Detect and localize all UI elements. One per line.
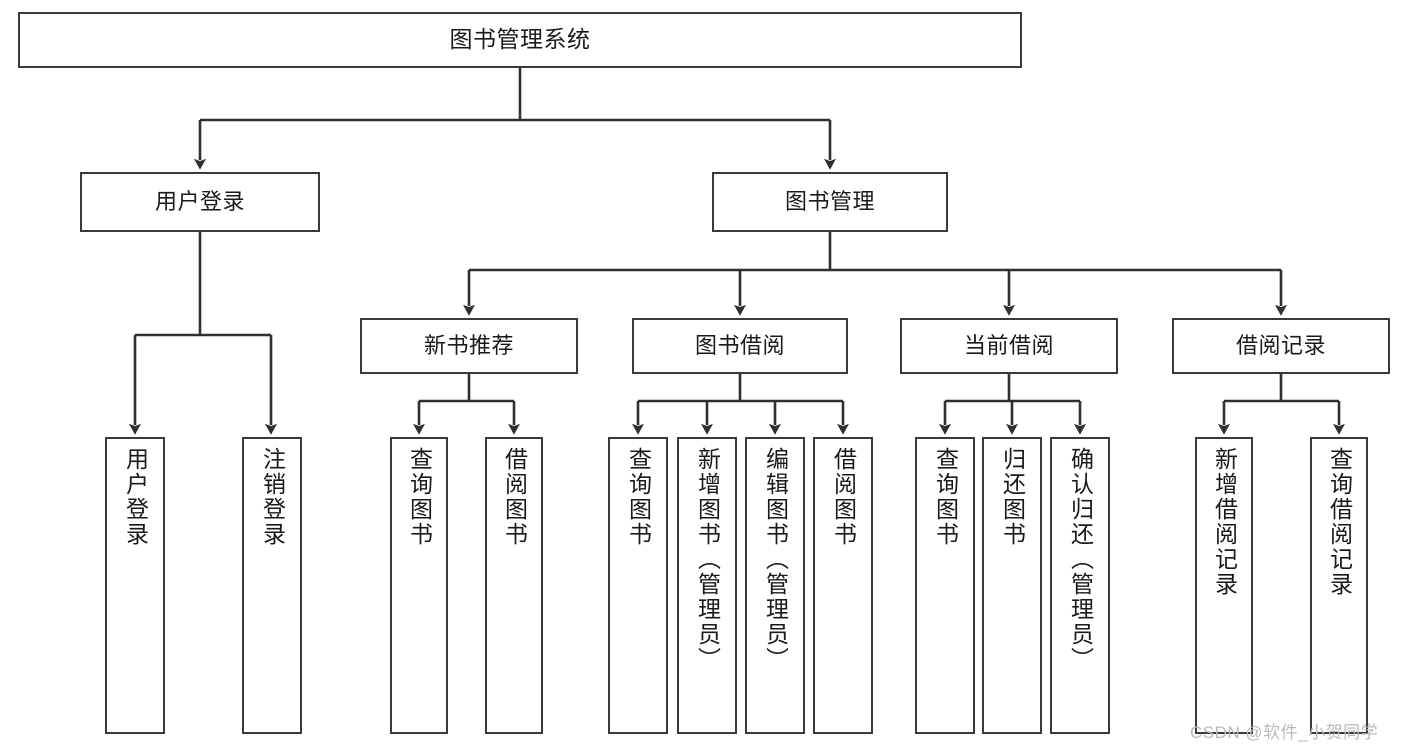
- node-root-label: 图书管理系统: [449, 26, 591, 53]
- leaf-borrow-book-recommend-label: 借阅图书: [501, 447, 528, 547]
- node-current-borrow-label: 当前借阅: [963, 332, 1054, 358]
- leaf-query-borrow-record[interactable]: 查询借阅记录: [1310, 437, 1368, 734]
- leaf-borrow-book[interactable]: 借阅图书: [813, 437, 873, 734]
- node-borrow-record[interactable]: 借阅记录: [1172, 318, 1390, 374]
- node-book-borrow-label: 图书借阅: [694, 332, 785, 358]
- leaf-query-book-borrow-label: 查询图书: [625, 447, 652, 547]
- leaf-logout[interactable]: 注销登录: [242, 437, 302, 734]
- node-user-login-label: 用户登录: [154, 188, 245, 214]
- leaf-edit-book-admin-label: 编辑图书（管理员）: [762, 447, 789, 672]
- leaf-add-borrow-record-label: 新增借阅记录: [1211, 447, 1238, 597]
- node-root[interactable]: 图书管理系统: [18, 12, 1022, 68]
- leaf-query-book-current[interactable]: 查询图书: [915, 437, 975, 734]
- node-new-book-recommend[interactable]: 新书推荐: [360, 318, 578, 374]
- leaf-user-login-label: 用户登录: [122, 447, 149, 547]
- leaf-query-book-borrow[interactable]: 查询图书: [608, 437, 668, 734]
- node-current-borrow[interactable]: 当前借阅: [900, 318, 1118, 374]
- node-user-login[interactable]: 用户登录: [80, 172, 320, 232]
- node-borrow-record-label: 借阅记录: [1235, 332, 1326, 358]
- leaf-query-borrow-record-label: 查询借阅记录: [1326, 447, 1353, 597]
- leaf-add-book-admin[interactable]: 新增图书（管理员）: [677, 437, 737, 734]
- leaf-borrow-book-label: 借阅图书: [830, 447, 857, 547]
- leaf-user-login[interactable]: 用户登录: [105, 437, 165, 734]
- leaf-return-book[interactable]: 归还图书: [982, 437, 1042, 734]
- leaf-edit-book-admin[interactable]: 编辑图书（管理员）: [745, 437, 805, 734]
- node-book-borrow[interactable]: 图书借阅: [632, 318, 848, 374]
- leaf-borrow-book-recommend[interactable]: 借阅图书: [485, 437, 543, 734]
- leaf-confirm-return-admin-label: 确认归还（管理员）: [1067, 447, 1094, 672]
- leaf-return-book-label: 归还图书: [999, 447, 1026, 547]
- leaf-query-book-recommend-label: 查询图书: [406, 447, 433, 547]
- leaf-query-book-recommend[interactable]: 查询图书: [390, 437, 448, 734]
- node-book-management-label: 图书管理: [784, 188, 875, 214]
- leaf-logout-label: 注销登录: [259, 447, 286, 547]
- leaf-query-book-current-label: 查询图书: [932, 447, 959, 547]
- leaf-add-borrow-record[interactable]: 新增借阅记录: [1195, 437, 1253, 734]
- watermark: CSDN @软件_小贺同学: [1190, 723, 1379, 742]
- node-new-book-recommend-label: 新书推荐: [423, 332, 514, 358]
- node-book-management[interactable]: 图书管理: [712, 172, 948, 232]
- leaf-add-book-admin-label: 新增图书（管理员）: [694, 447, 721, 672]
- leaf-confirm-return-admin[interactable]: 确认归还（管理员）: [1050, 437, 1110, 734]
